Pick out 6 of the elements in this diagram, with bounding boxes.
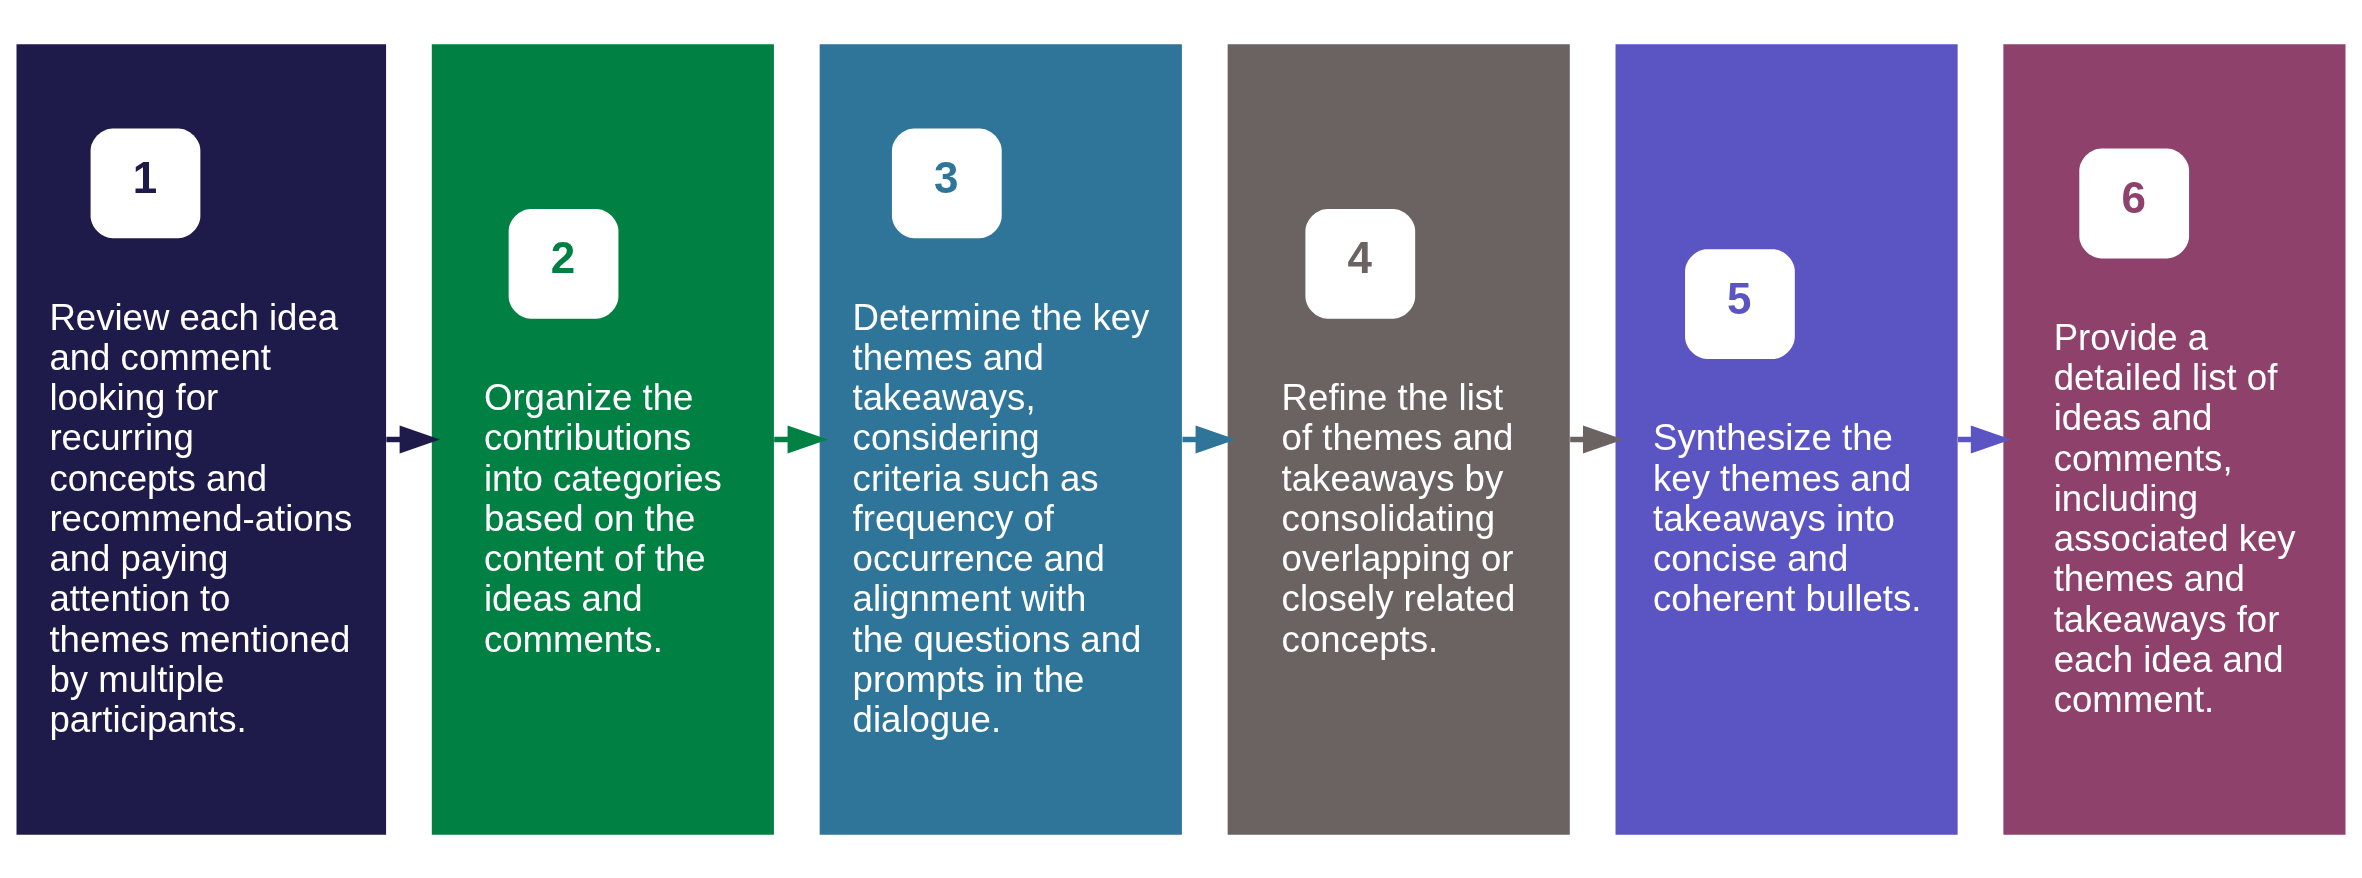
node-box: 1 Review each idea and comment looking for recurring concepts and recommend-ations and paying attention to themes mentioned by multiple participants. [16,43,387,835]
node-box: 6 Provide a detailed list of ideas and comments, including associated key themes and takeaways for each idea and comment. [2003,43,2346,835]
node-box: 3 Determine the key themes and takeaways, considering criteria such as frequency of occurrence and alignment with the questions and prompts in the dialogue. [819,43,1182,835]
node-box: 4 Refine the list of themes and takeaways by consolidating overlapping or closely related concepts. [1227,43,1570,835]
node-box: 2 Organize the contributions into categories based on the content of the ideas and comments. [431,43,774,835]
node-box: 5 Synthesize the key themes and takeaways into concise and coherent bullets. [1615,43,1958,835]
